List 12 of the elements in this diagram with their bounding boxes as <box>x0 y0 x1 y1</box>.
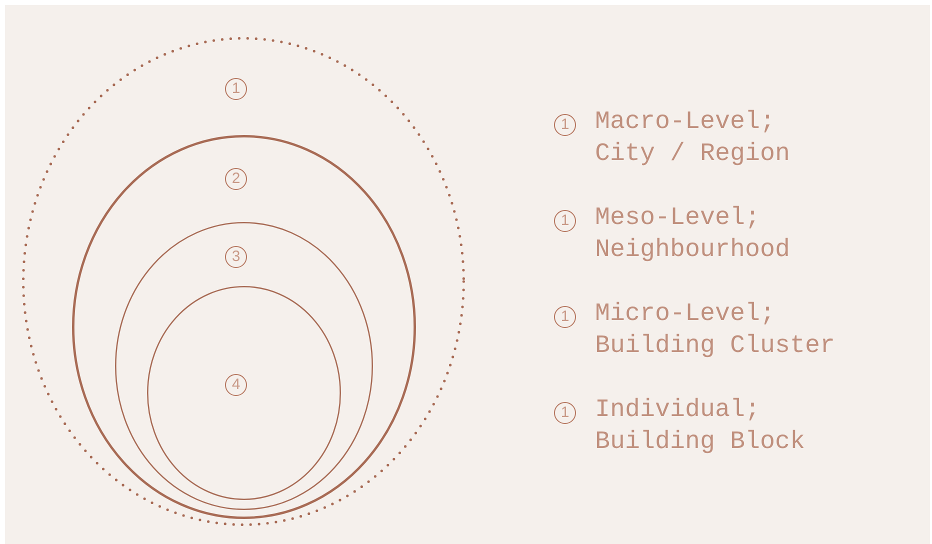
callout-number: 1 <box>554 402 576 424</box>
callout-number: 3 <box>225 246 247 268</box>
callout-number: 1 <box>554 114 576 136</box>
legend-text: Macro-Level; City / Region <box>595 106 792 170</box>
callout-number: 2 <box>225 168 247 190</box>
legend-text: Individual; Building Block <box>595 394 806 458</box>
callout-number: 1 <box>554 210 576 232</box>
callout-number: 1 <box>554 306 576 328</box>
callout-number: 1 <box>225 78 247 100</box>
legend-text: Meso-Level; Neighbourhood <box>595 202 792 266</box>
legend-text: Micro-Level; Building Cluster <box>595 298 836 362</box>
callout-number: 4 <box>225 374 247 396</box>
